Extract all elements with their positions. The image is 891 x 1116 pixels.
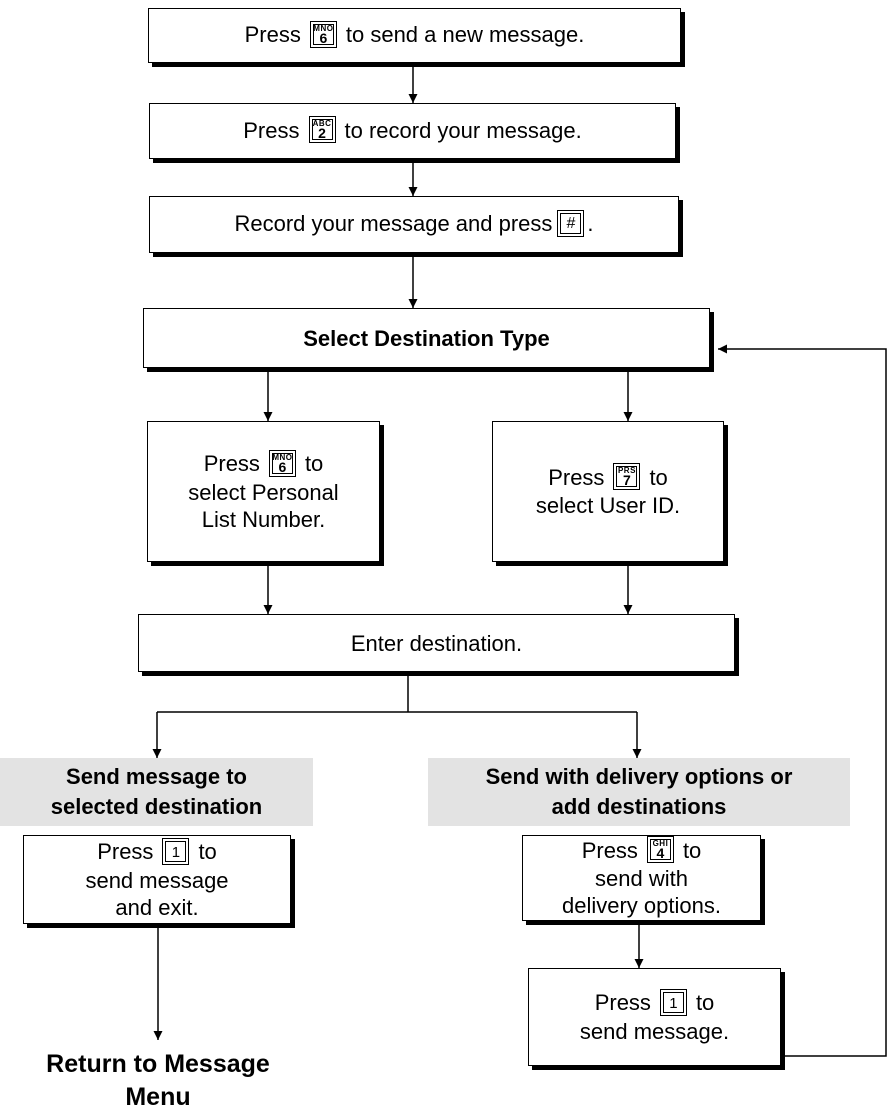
record-and-press-box: Record your message and press#. (149, 196, 679, 253)
new-message-pre: Press (244, 22, 301, 48)
select-destination-type-box: Select Destination Type (143, 308, 710, 368)
key-1-icon: 1 (659, 988, 687, 1016)
send-options-header: Send with delivery options or add destin… (428, 758, 850, 826)
return-to-menu-label: Return to Message Menu (46, 1050, 270, 1111)
arrow-loop-back (718, 344, 887, 1057)
new-message-post: to send a new message. (345, 22, 585, 48)
enter-destination-box: Enter destination. (138, 614, 735, 672)
key-pound-icon: # (557, 209, 585, 237)
send-selected-header: Send message to selected destination (0, 758, 313, 826)
key-1-icon: 1 (162, 837, 190, 865)
